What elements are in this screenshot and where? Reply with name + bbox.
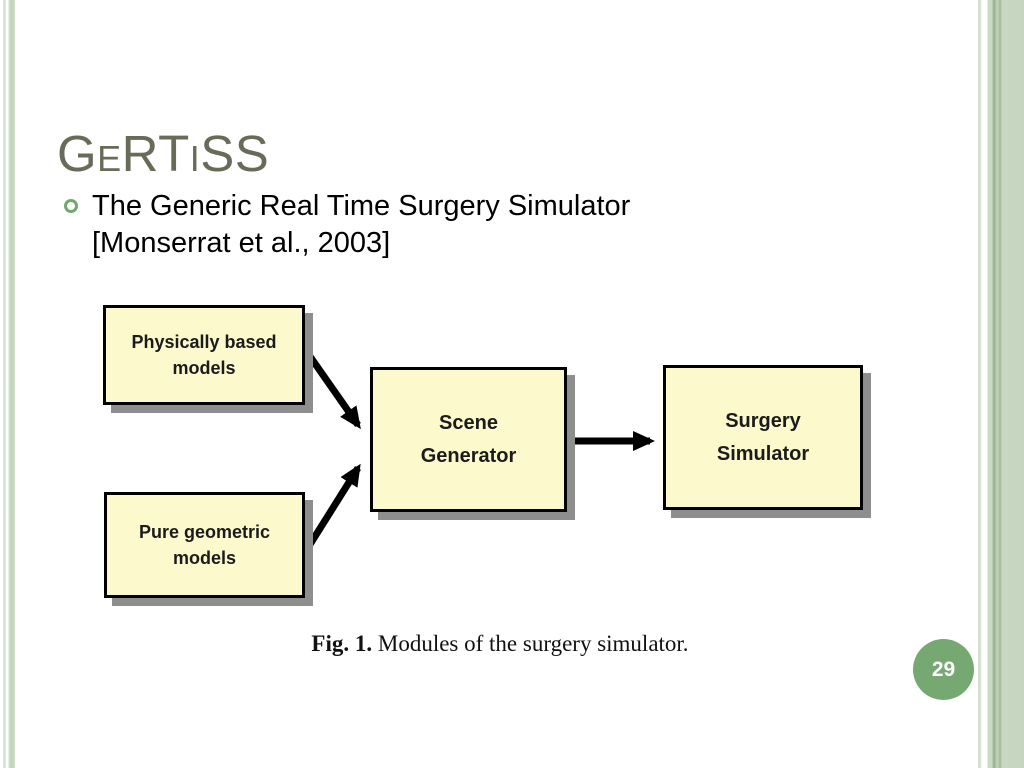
box-label-line: Simulator xyxy=(716,442,810,465)
slide-title: GeRTiSS xyxy=(57,125,270,183)
bullet-text-line-1: The Generic Real Time Surgery Simulator xyxy=(92,190,631,222)
bullet-item: The Generic Real Time Surgery Simulator … xyxy=(92,188,630,262)
box-label-line: Surgery xyxy=(725,409,801,432)
box-label-line: Physically based xyxy=(131,332,277,352)
bullet-text-line-2: [Monserrat et al., 2003] xyxy=(92,227,391,259)
arrow-pure-geometric-to-scene-generator xyxy=(306,463,361,548)
box-label-line: Pure geometric xyxy=(138,522,271,542)
box-physically-based-models: Physically based models xyxy=(103,305,305,405)
bullet-icon xyxy=(64,199,78,213)
figure-caption: Fig. 1. Modules of the surgery simulator… xyxy=(0,631,1000,657)
box-pure-geometric-models: Pure geometric models xyxy=(104,492,305,598)
box-label-line: models xyxy=(172,358,236,378)
box-surgery-simulator: Surgery Simulator xyxy=(663,365,863,510)
box-label-line: Generator xyxy=(420,444,517,467)
arrow-physically-based-to-scene-generator xyxy=(306,352,361,430)
figure-caption-prefix: Fig. 1. xyxy=(311,631,373,656)
right-edge-stripe xyxy=(978,0,1024,768)
box-label-line: Scene xyxy=(439,411,498,434)
box-scene-generator: Scene Generator xyxy=(370,367,567,512)
box-label-line: models xyxy=(172,548,237,568)
figure-caption-text: Modules of the surgery simulator. xyxy=(377,631,689,656)
page-number-badge: 29 xyxy=(913,639,974,700)
left-edge-stripe xyxy=(3,0,15,768)
